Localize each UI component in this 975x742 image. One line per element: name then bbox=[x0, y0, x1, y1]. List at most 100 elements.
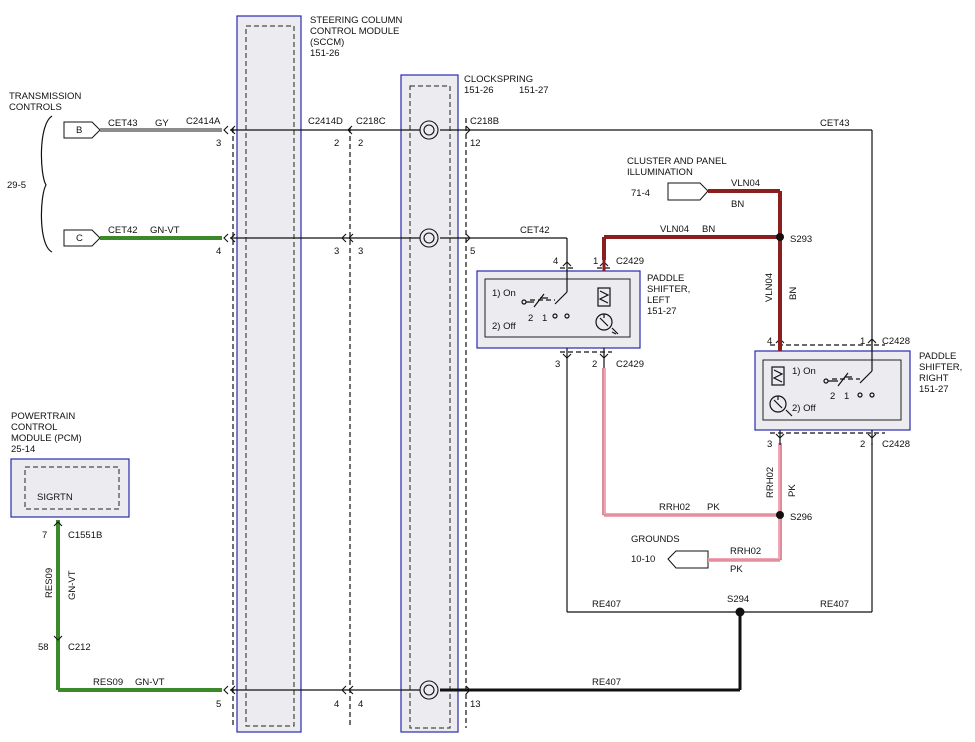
splice-s296: S296 bbox=[790, 512, 812, 523]
pin-b5: 5 bbox=[470, 246, 475, 257]
pin-b13: 13 bbox=[470, 699, 481, 710]
pin-pl1: 1 bbox=[593, 256, 598, 267]
paddle-right-name-line3: RIGHT bbox=[919, 373, 949, 384]
sccm-name-line1: STEERING COLUMN bbox=[310, 15, 403, 26]
rrh02-g-color: PK bbox=[730, 564, 743, 575]
conn-c2414a: C2414A bbox=[186, 116, 221, 127]
conn-c2429-bottom: C2429 bbox=[616, 359, 644, 370]
pin-b12: 12 bbox=[470, 138, 481, 149]
pin-d4: 4 bbox=[334, 699, 339, 710]
pcm-sigrtn: SIGRTN bbox=[37, 492, 73, 503]
pin-pl4: 4 bbox=[553, 256, 558, 267]
paddle-shifter-left: 1) On 2) Off 2 1 PADDLE SHIFTER, LEFT 15… bbox=[476, 270, 690, 349]
circuit-vln04: VLN04 BN VLN04 BN VLN04 BN S293 bbox=[602, 178, 812, 334]
paddle-left-ref: 151-27 bbox=[647, 306, 677, 317]
sw-left-pin1: 1 bbox=[542, 313, 547, 324]
pin-c2: 2 bbox=[358, 138, 363, 149]
circuit-cet43: CET43 GY CET43 bbox=[100, 118, 873, 337]
connector-labels: C2414A C2414D C218C C218B C2429 C2429 C2… bbox=[38, 116, 910, 710]
conn-c218c: C218C bbox=[356, 116, 386, 127]
clockspring-ref2: 151-27 bbox=[519, 85, 549, 96]
grounds-tag bbox=[667, 550, 709, 569]
paddle-left-off: 2) Off bbox=[492, 321, 516, 332]
paddle-right-name-line1: PADDLE bbox=[919, 351, 956, 362]
vln04-mid-color: BN bbox=[702, 224, 715, 235]
conn-c2428-bottom: C2428 bbox=[882, 439, 910, 450]
re407-bottom-label: RE407 bbox=[592, 677, 621, 688]
grounds-name: GROUNDS bbox=[631, 534, 680, 545]
pin-a3: 3 bbox=[216, 138, 221, 149]
cet42-color: GN-VT bbox=[150, 225, 180, 236]
sccm-name-line2: CONTROL MODULE bbox=[310, 26, 399, 37]
cet43-wire-label: CET43 bbox=[108, 118, 138, 129]
connector-chevrons bbox=[53, 125, 885, 695]
res09-v-label: RES09 bbox=[44, 568, 55, 598]
grounds-ref: 10-10 bbox=[631, 554, 655, 565]
pin-pr4: 4 bbox=[767, 336, 772, 347]
pin-pcm7: 7 bbox=[42, 530, 47, 541]
pin-pr2: 2 bbox=[860, 439, 865, 450]
paddle-left-name-line2: SHIFTER, bbox=[647, 284, 690, 295]
conn-c2428-top: C2428 bbox=[882, 336, 910, 347]
pcm-name-line3: MODULE (PCM) bbox=[11, 433, 82, 444]
vln04-vert-label: VLN04 bbox=[764, 273, 775, 302]
vln04-vert-color: BN bbox=[788, 287, 799, 300]
pin-pcm58: 58 bbox=[38, 642, 49, 653]
paddle-left-name-line3: LEFT bbox=[647, 295, 670, 306]
trans-pin-b: B bbox=[76, 125, 82, 136]
re407-left-label: RE407 bbox=[592, 599, 621, 610]
circuit-res09: RES09 GN-VT RES09 GN-VT RE407 bbox=[44, 520, 740, 692]
transmission-controls: TRANSMISSION CONTROLS 29-5 B C bbox=[7, 91, 101, 253]
conn-c218b: C218B bbox=[470, 116, 499, 127]
sw-right-pin1: 1 bbox=[844, 391, 849, 402]
rrh02-h-color: PK bbox=[707, 502, 720, 513]
pcm-name-line2: CONTROL bbox=[11, 422, 57, 433]
pin-a5: 5 bbox=[216, 699, 221, 710]
vln04-mid-label: VLN04 bbox=[660, 224, 689, 235]
transmission-ref: 29-5 bbox=[7, 180, 26, 191]
conn-c1551b: C1551B bbox=[68, 530, 102, 541]
pin-pl2: 2 bbox=[592, 359, 597, 370]
transmission-name-line1: TRANSMISSION bbox=[9, 91, 81, 102]
splice-s294: S294 bbox=[727, 594, 749, 605]
cet43-right-label: CET43 bbox=[820, 118, 850, 129]
vln04-top-color: BN bbox=[731, 199, 744, 210]
paddle-right-on: 1) On bbox=[792, 366, 816, 377]
trans-pin-b-tag bbox=[63, 121, 101, 139]
sccm-name-line3: (SCCM) bbox=[310, 37, 344, 48]
sw-left-pin2: 2 bbox=[528, 313, 533, 324]
cet43-color: GY bbox=[155, 118, 169, 129]
pin-d2: 2 bbox=[334, 138, 339, 149]
pin-a4: 4 bbox=[216, 246, 221, 257]
paddle-left-name-line1: PADDLE bbox=[647, 273, 684, 284]
connector-lines bbox=[232, 118, 467, 728]
pcm-module: POWERTRAIN CONTROL MODULE (PCM) 25-14 SI… bbox=[10, 411, 130, 518]
circuit-cet42: CET42 GN-VT CET42 bbox=[100, 225, 568, 260]
paddle-right-ref: 151-27 bbox=[919, 384, 949, 395]
paddle-right-off: 2) Off bbox=[792, 403, 816, 414]
cluster-tag bbox=[667, 182, 709, 201]
cet42-right-label: CET42 bbox=[520, 225, 550, 236]
paddle-shifter-right: 1) On 2) Off 2 1 PADDLE SHIFTER, RIGHT 1… bbox=[754, 340, 962, 431]
clockspring-name: CLOCKSPRING bbox=[464, 74, 533, 85]
sccm-ref: 151-26 bbox=[310, 48, 340, 59]
res09-h-color: GN-VT bbox=[135, 677, 165, 688]
circuit-re407: RE407 RE407 S294 bbox=[566, 368, 873, 690]
circuit-rrh02: RRH02 PK RRH02 PK RRH02 PK S296 bbox=[602, 368, 812, 575]
pcm-name-line1: POWERTRAIN bbox=[11, 411, 75, 422]
clockspring-coils bbox=[419, 120, 439, 700]
grounds: GROUNDS 10-10 bbox=[631, 534, 709, 569]
sccm-module: STEERING COLUMN CONTROL MODULE (SCCM) 15… bbox=[236, 15, 403, 733]
trans-pin-c: C bbox=[76, 233, 83, 244]
conn-c2414d: C2414D bbox=[308, 116, 343, 127]
vln04-top-label: VLN04 bbox=[731, 178, 760, 189]
clockspring-module: CLOCKSPRING 151-26 151-27 bbox=[400, 74, 549, 733]
pin-c4: 4 bbox=[358, 699, 363, 710]
cet42-wire-label: CET42 bbox=[108, 225, 138, 236]
cluster-name-line1: CLUSTER AND PANEL bbox=[627, 156, 727, 167]
paddle-right-name-line2: SHIFTER, bbox=[919, 362, 962, 373]
res09-h-label: RES09 bbox=[93, 677, 123, 688]
rrh02-v-label: RRH02 bbox=[765, 467, 776, 498]
conn-c212: C212 bbox=[68, 642, 91, 653]
